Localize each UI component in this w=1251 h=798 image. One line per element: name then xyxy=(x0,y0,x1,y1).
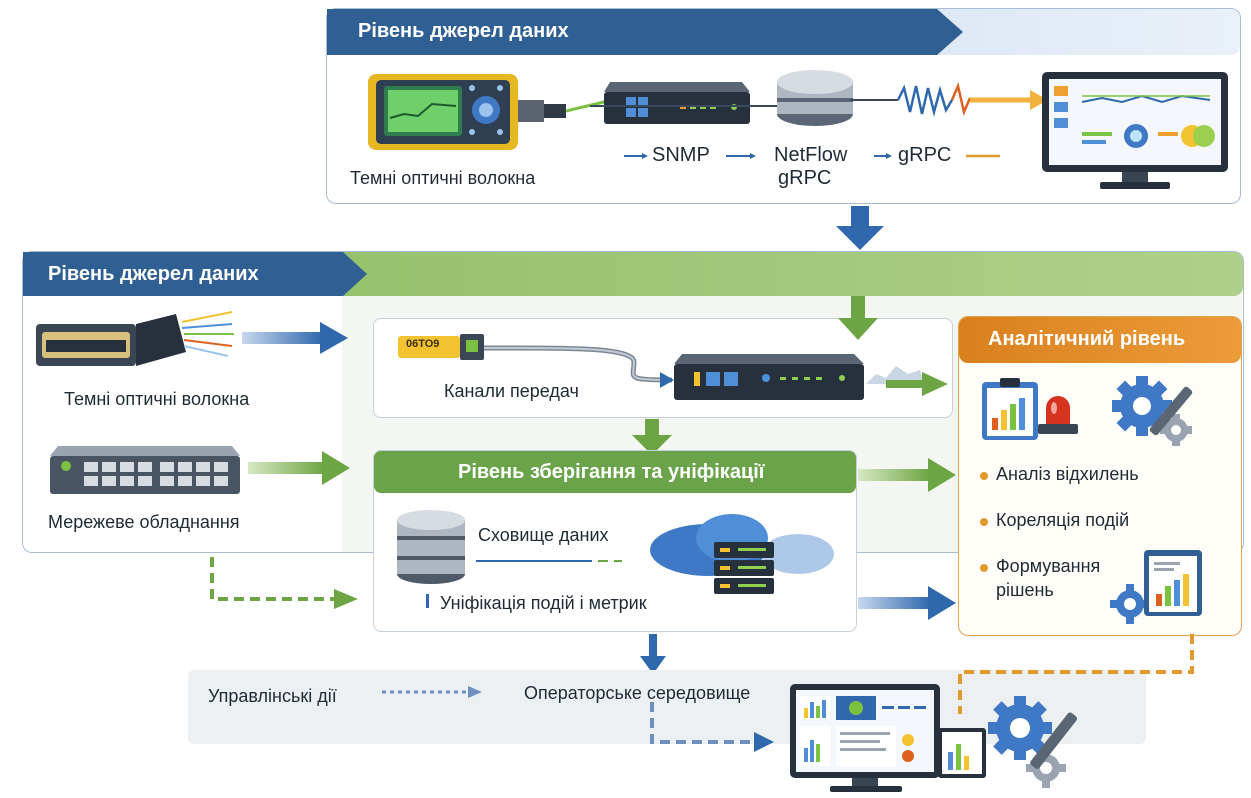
analytics-item-3a: Формування xyxy=(996,556,1101,576)
analytics-item-2: Кореляція подій xyxy=(996,510,1130,530)
top-layer-title: Рівень джерел даних xyxy=(358,20,569,42)
top-source-label: Темні оптичні волокна xyxy=(350,168,536,188)
arrow-unification-to-analytics xyxy=(858,586,956,620)
arrow-fiber-to-transmission xyxy=(242,322,348,354)
down-arrow-into-storage xyxy=(632,419,672,455)
transmission-cable xyxy=(483,345,674,388)
dashed-arrow-network-to-unification xyxy=(210,557,358,609)
signal-wave xyxy=(850,81,1048,117)
unification-label: Уніфікація подій і метрик xyxy=(440,593,647,613)
down-arrow-top xyxy=(836,206,884,250)
protocol-snmp: SNMP xyxy=(652,144,710,166)
bullet-dot-3 xyxy=(980,564,988,572)
storage-label: Сховище даних xyxy=(478,525,609,545)
main-layer-title: Рівень джерел даних xyxy=(48,263,259,285)
protocol-netflow: NetFlow xyxy=(774,144,848,166)
operator-environment-label: Операторське середовище xyxy=(524,683,751,703)
report-clipboard-icon xyxy=(982,378,1038,440)
sfp-module-icon xyxy=(398,334,484,360)
operator-gears-icon xyxy=(988,696,1078,788)
protocol-arrows xyxy=(624,153,1000,159)
dotted-arrow-actions xyxy=(382,686,482,698)
database-icon xyxy=(777,70,853,126)
analytics-header-banner xyxy=(959,317,1241,363)
router-icon xyxy=(604,82,750,124)
analytics-layer-title: Аналітичний рівень xyxy=(988,328,1186,350)
decision-report-icon xyxy=(1110,550,1202,624)
fiber-tester-icon xyxy=(368,74,609,150)
green-down-arrow-header xyxy=(838,296,878,340)
storage-link-dashes xyxy=(476,560,622,562)
storage-database-icon xyxy=(397,510,465,584)
fiber-cable-icon xyxy=(36,311,234,366)
main-source-label-fiber: Темні оптичні волокна xyxy=(64,389,250,409)
storage-header-banner xyxy=(374,451,856,493)
transmission-router-icon xyxy=(674,354,864,400)
analytics-item-1: Аналіз відхилень xyxy=(996,464,1139,484)
control-actions-label: Управлінські дії xyxy=(208,686,337,706)
down-arrow-storage-to-operator xyxy=(640,634,666,674)
storage-layer-title: Рівень зберігання та уніфікації xyxy=(458,461,765,483)
protocol-grpc-under: gRPC xyxy=(778,167,832,189)
cloud-server-icon xyxy=(650,514,834,594)
network-switch-icon xyxy=(50,446,240,494)
transmission-label: Канали передач xyxy=(444,381,579,401)
operator-workstation-icon xyxy=(790,684,986,792)
main-layer-header-banner xyxy=(23,252,1243,296)
sfp-tag-text: 06TO9 xyxy=(406,338,440,350)
dashed-arrow-to-workstation xyxy=(650,702,774,752)
gears-wrench-icon xyxy=(1112,376,1193,446)
analytics-item-3b: рішень xyxy=(996,580,1054,600)
main-source-label-network: Мережеве обладнання xyxy=(48,512,240,532)
dashed-orange-analytics-to-operator xyxy=(958,634,1194,714)
operator-environment-bar xyxy=(188,670,1146,744)
arrow-storage-to-analytics xyxy=(858,458,956,492)
unification-marker xyxy=(426,594,429,608)
bullet-dot-2 xyxy=(980,518,988,526)
alarm-siren-icon xyxy=(1038,396,1078,434)
arrow-network-to-storage xyxy=(248,451,350,485)
protocol-grpc-right: gRPC xyxy=(898,144,952,166)
link-line xyxy=(590,105,780,107)
top-layer-header-banner xyxy=(327,9,1240,55)
arrow-transmission-to-analytics xyxy=(866,366,948,396)
monitor-dashboard-icon xyxy=(1042,72,1228,189)
bullet-dot-1 xyxy=(980,472,988,480)
